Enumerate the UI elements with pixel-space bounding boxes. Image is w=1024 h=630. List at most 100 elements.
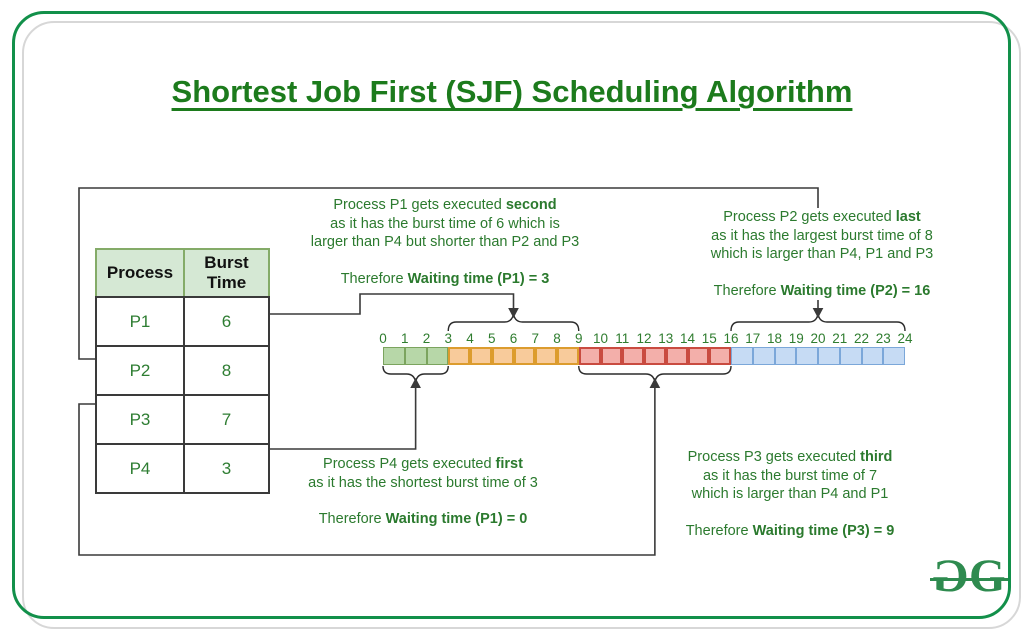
tick-label-0: 0 [379, 331, 387, 346]
tick-label-11: 11 [615, 331, 630, 346]
tick-label-18: 18 [766, 331, 783, 346]
tick-label-9: 9 [574, 331, 583, 346]
note-p2-lead-bold: last [895, 209, 921, 225]
timeline-cell-p3 [578, 347, 601, 365]
timeline-cell-p2 [818, 347, 840, 365]
tick-label-13: 13 [658, 331, 674, 346]
tick-label-24: 24 [897, 331, 913, 346]
tick-label-21: 21 [832, 331, 848, 346]
timeline-cell-p3 [709, 347, 731, 365]
note-p2-waiting-time: Waiting time (P2) = 16 [780, 282, 931, 299]
note-p3-body: as it has the burst time of 7 which is l… [691, 467, 889, 503]
tick-label-12: 12 [636, 331, 652, 346]
note-p4-waiting-time: Waiting time (P1) = 0 [385, 511, 528, 527]
timeline-cell-p1 [491, 347, 514, 365]
note-p2-therefore: Therefore Waiting time (P2) = 16 [713, 282, 931, 299]
tick-label-20: 20 [810, 331, 826, 346]
timeline-cell-p3 [665, 347, 688, 365]
tick-label-7: 7 [531, 331, 539, 346]
connector-p4-arrowhead-icon [410, 377, 421, 388]
timeline-cell-p2 [796, 347, 818, 365]
tick-label-16: 16 [723, 331, 739, 346]
cell-process: P2 [95, 345, 185, 396]
note-p1-lead-bold: second [505, 197, 557, 213]
cell-process: P1 [95, 296, 185, 347]
note-p1-therefore: Therefore Waiting time (P1) = 3 [340, 270, 550, 287]
page-title: Shortest Job First (SJF) Scheduling Algo… [171, 74, 853, 109]
note-p4-lead: Process P4 gets executed [323, 456, 496, 472]
timeline-cell-p1 [557, 347, 579, 365]
note-p1-line1: Process P1 gets executed second [292, 196, 598, 215]
note-p3-lead: Process P3 gets executed [687, 449, 861, 465]
timeline-cell-p1 [513, 347, 536, 365]
logo-g-left-icon: G [934, 550, 969, 602]
timeline-cell-p3 [644, 347, 666, 365]
note-p3-therefore: Therefore Waiting time (P3) = 9 [685, 522, 895, 539]
cell-process: P3 [95, 394, 185, 445]
timeline-cell-p4 [426, 347, 449, 365]
note-p2-lead: Process P2 gets executed [723, 209, 896, 225]
tick-label-17: 17 [745, 331, 761, 346]
timeline-cell-p1 [535, 347, 557, 365]
timeline-cell-p4 [404, 347, 427, 365]
timeline-cell-p1 [470, 347, 492, 365]
timeline-cell-p2 [731, 347, 753, 365]
tick-label-14: 14 [679, 331, 696, 346]
tick-label-19: 19 [788, 331, 804, 346]
tick-label-2: 2 [422, 331, 431, 346]
note-p1-body: as it has the burst time of 6 which is l… [310, 215, 580, 251]
gfg-logo: GG [930, 549, 1008, 603]
note-p4-lead-bold: first [495, 456, 523, 472]
table-header-row: Process Burst Time [95, 248, 270, 298]
timeline-cell-p2 [774, 347, 797, 365]
frame-shadow [22, 21, 1021, 629]
timeline-cell-p3 [687, 347, 710, 365]
connector-p2-arrowhead-icon [812, 308, 824, 319]
connector-p1 [268, 293, 515, 315]
timeline-cell-p2 [752, 347, 775, 365]
tick-label-4: 4 [466, 331, 474, 346]
tick-label-10: 10 [592, 331, 609, 346]
note-p3-lead-bold: third [860, 449, 893, 465]
connector-p1-arrowhead-icon [508, 308, 519, 319]
frame-border [12, 11, 1011, 619]
cell-burst-time: 7 [183, 394, 270, 445]
note-p2-line1: Process P2 gets executed last [669, 208, 975, 227]
note-p4-line1: Process P4 gets executed first [270, 455, 576, 474]
note-p4-therefore: Therefore Waiting time (P1) = 0 [318, 511, 528, 527]
timeline-cell-p3 [600, 347, 623, 365]
logo-crossbar [930, 578, 1008, 581]
note-p1-lead: Process P1 gets executed [333, 197, 506, 213]
tick-label-6: 6 [509, 331, 518, 346]
tick-label-23: 23 [875, 331, 891, 346]
note-p4-body: as it has the shortest burst time of 3 [308, 474, 538, 491]
timeline-cell-p4 [383, 347, 405, 365]
timeline-cell-p1 [448, 347, 470, 365]
note-p1-waiting-time: Waiting time (P1) = 3 [407, 270, 550, 287]
note-p1: Process P1 gets executed second as it ha… [292, 196, 598, 288]
tick-label-3: 3 [444, 331, 452, 346]
header-burst-time: Burst Time [183, 248, 270, 298]
timeline-cell-p3 [622, 347, 644, 365]
connector-p3 [78, 386, 656, 556]
cell-burst-time: 8 [183, 345, 270, 396]
connector-p3-arrowhead-icon [649, 377, 661, 388]
note-p4: Process P4 gets executed first as it has… [270, 455, 576, 529]
timeline-cell-p2 [883, 347, 905, 365]
tick-label-8: 8 [553, 331, 561, 346]
timeline-cell-p2 [839, 347, 862, 365]
note-p2-body: as it has the largest burst time of 8 wh… [710, 227, 934, 263]
note-p3-line1: Process P3 gets executed third [657, 448, 923, 467]
note-p2: Process P2 gets executed last as it has … [669, 208, 975, 300]
timeline-cell-p2 [861, 347, 884, 365]
note-p3-waiting-time: Waiting time (P3) = 9 [752, 522, 895, 539]
tick-label-1: 1 [400, 331, 409, 346]
header-process: Process [95, 248, 185, 298]
tick-label-22: 22 [853, 331, 870, 346]
